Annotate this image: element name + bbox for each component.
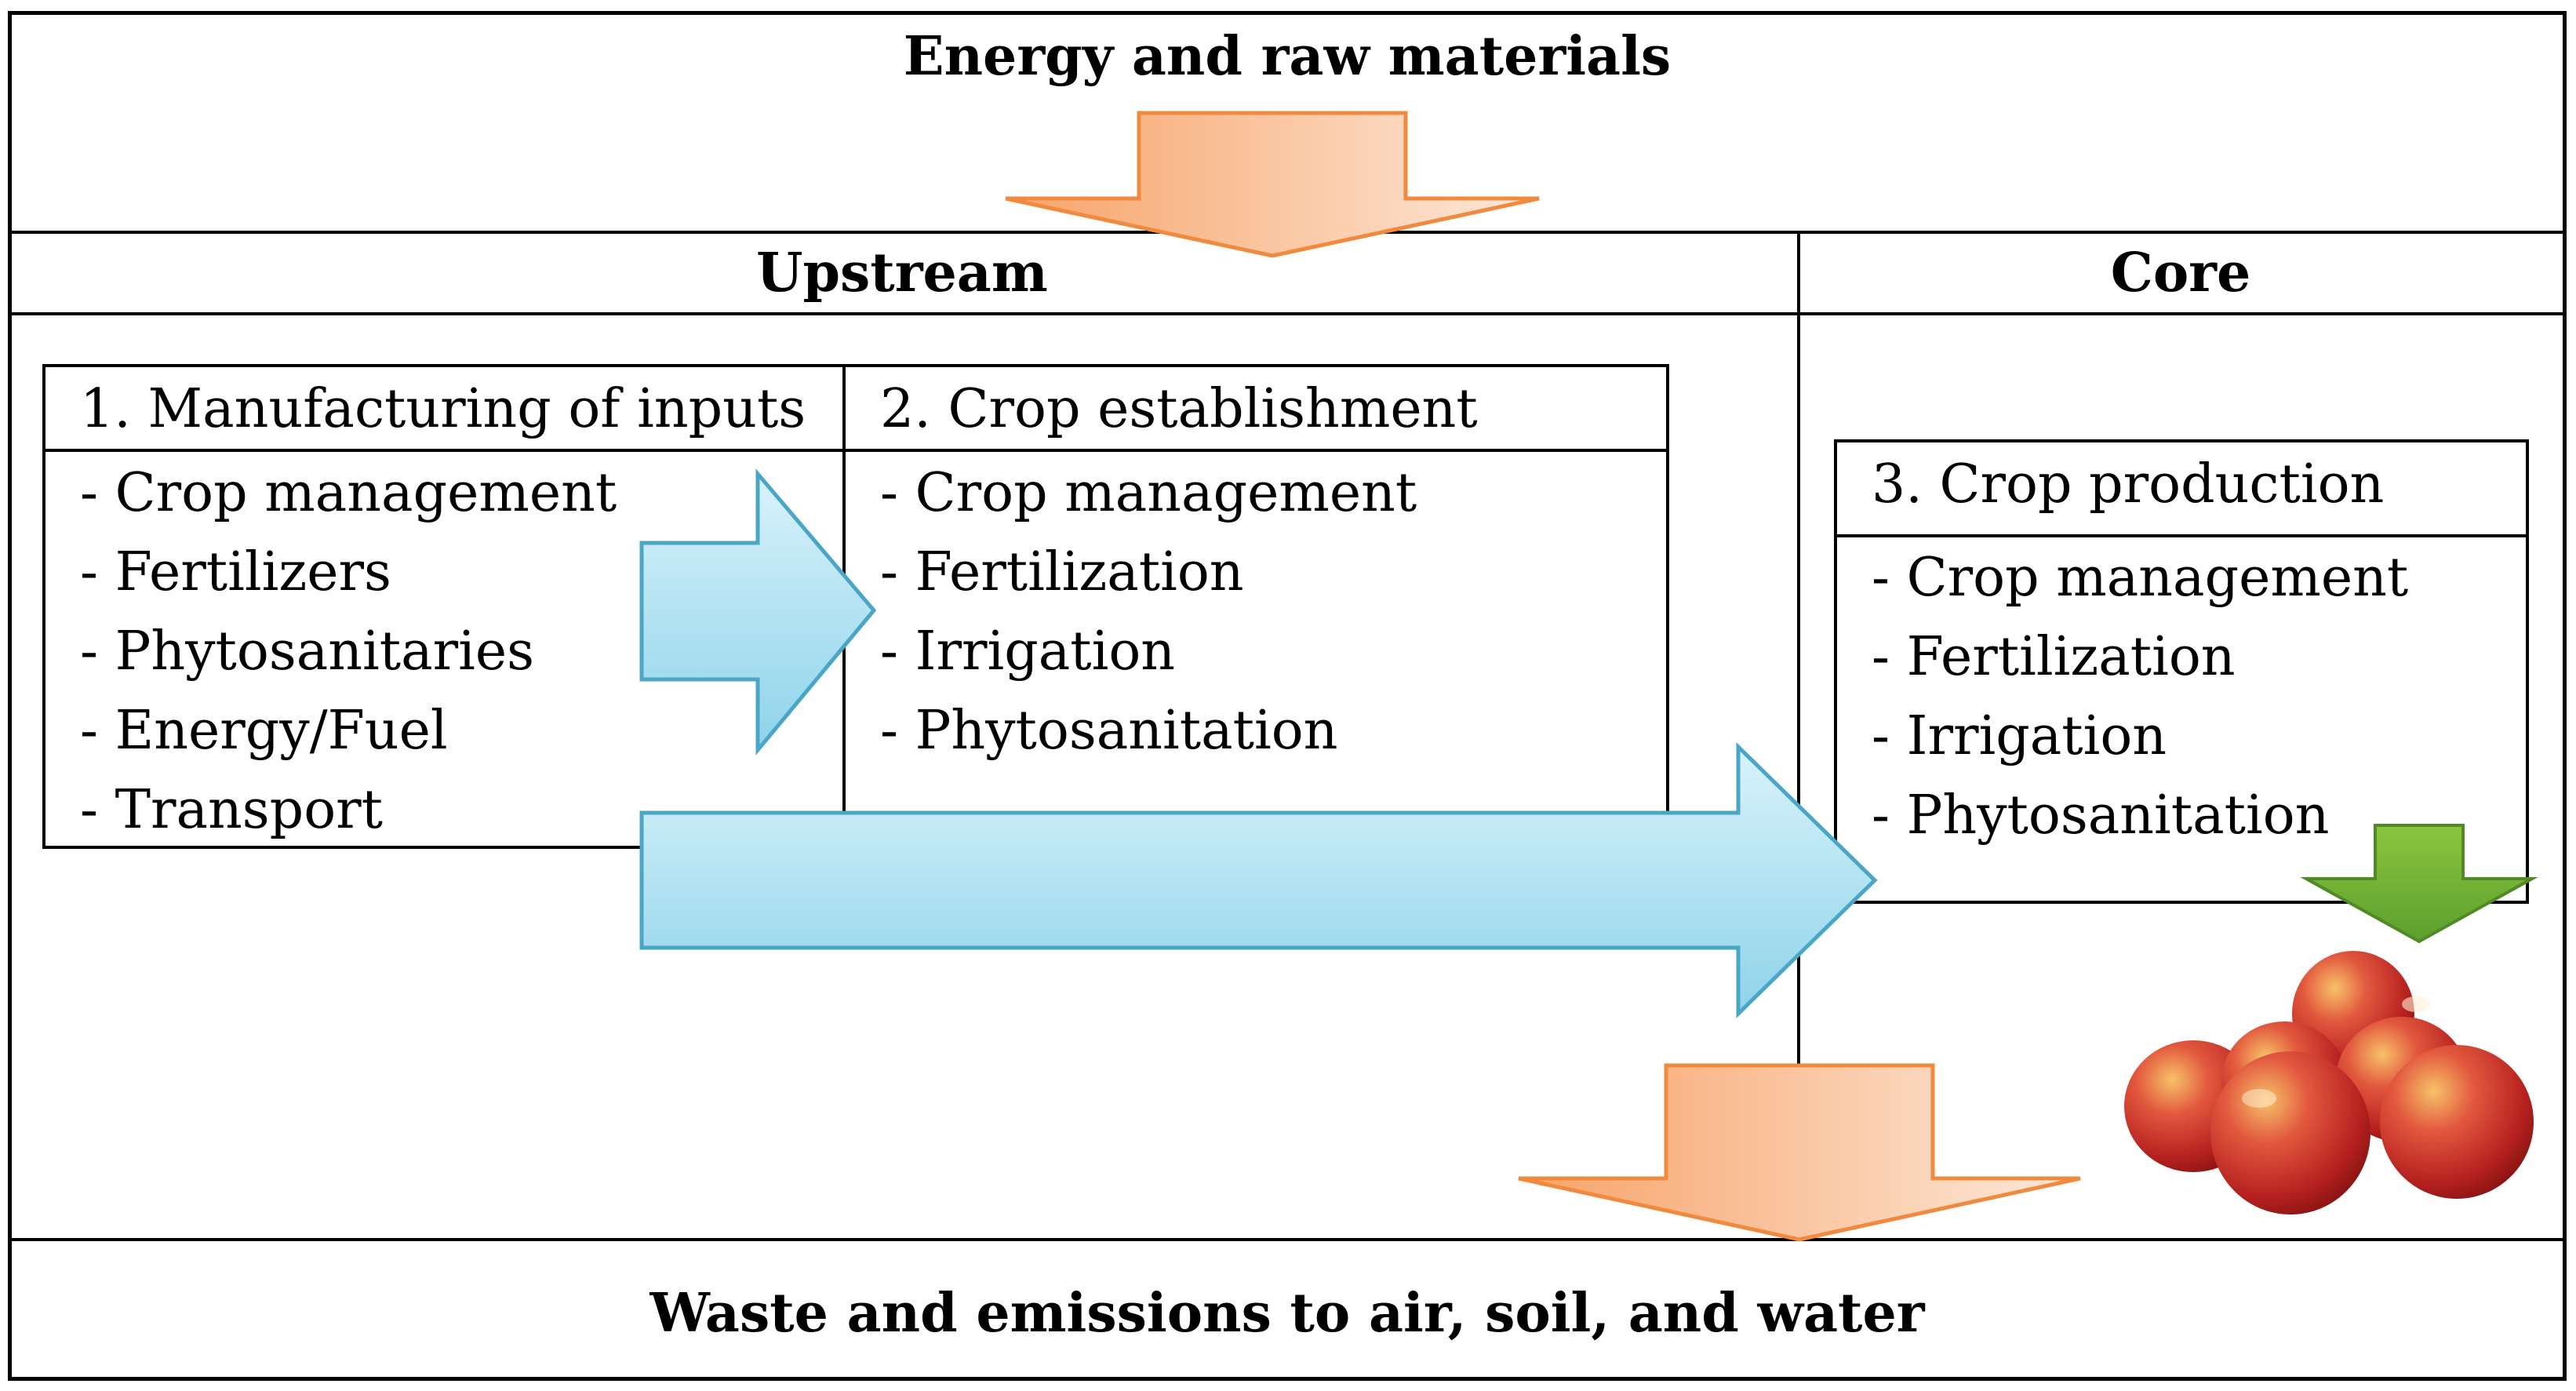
list-item: - Crop management: [80, 462, 617, 524]
stage-production-header: 3. Crop production: [1837, 442, 2526, 537]
list-item: - Fertilizers: [80, 541, 391, 603]
stage-establishment-items: - Crop management - Fertilization - Irri…: [880, 453, 1417, 770]
stage-manufacturing-items: - Crop management - Fertilizers - Phytos…: [80, 453, 617, 850]
blue-right-arrow-icon: [639, 468, 877, 756]
stage-establishment-title: 2. Crop establishment: [880, 378, 1478, 440]
outer-frame-bottom: [8, 1377, 2567, 1381]
list-item: - Irrigation: [880, 621, 1176, 683]
divider-section-headers: [8, 312, 2567, 315]
outer-frame-right: [2563, 11, 2567, 1381]
divider-bottom-section: [8, 1238, 2567, 1241]
list-item: - Irrigation: [1872, 705, 2167, 767]
stage-crop-establishment: 2. Crop establishment - Crop management …: [842, 364, 1669, 832]
list-item: - Fertilization: [880, 541, 1244, 603]
divider-upstream-core: [1797, 231, 1800, 1065]
stage-production-items: - Crop management - Fertilization - Irri…: [1872, 538, 2408, 855]
list-item: - Crop management: [1872, 547, 2409, 609]
list-item: - Phytosanitation: [1872, 785, 2330, 847]
core-title: Core: [2110, 242, 2251, 304]
orange-down-arrow-icon: [1518, 1063, 2081, 1242]
green-down-arrow-icon: [2300, 824, 2538, 944]
blue-right-arrow-icon: [639, 742, 1878, 1018]
orange-down-arrow-icon: [1005, 111, 1540, 258]
list-item: - Crop management: [880, 462, 1417, 524]
outer-frame-left: [8, 11, 12, 1381]
stage-manufacturing-header: 1. Manufacturing of inputs: [45, 367, 842, 452]
list-item: - Phytosanitation: [880, 700, 1338, 762]
energy-raw-materials-title: Energy and raw materials: [903, 25, 1672, 88]
list-item: - Transport: [80, 779, 383, 841]
waste-emissions-title: Waste and emissions to air, soil, and wa…: [649, 1282, 1925, 1345]
outer-frame-top: [8, 11, 2567, 15]
stage-establishment-header: 2. Crop establishment: [846, 367, 1666, 452]
upstream-title: Upstream: [756, 242, 1048, 304]
list-item: - Phytosanitaries: [80, 621, 535, 683]
stage-manufacturing-of-inputs: 1. Manufacturing of inputs - Crop manage…: [42, 364, 846, 849]
list-item: - Fertilization: [1872, 626, 2236, 688]
stage-manufacturing-title: 1. Manufacturing of inputs: [80, 378, 806, 440]
nectarines-icon: [2124, 951, 2534, 1214]
list-item: - Energy/Fuel: [80, 700, 448, 762]
stage-production-title: 3. Crop production: [1872, 453, 2385, 515]
